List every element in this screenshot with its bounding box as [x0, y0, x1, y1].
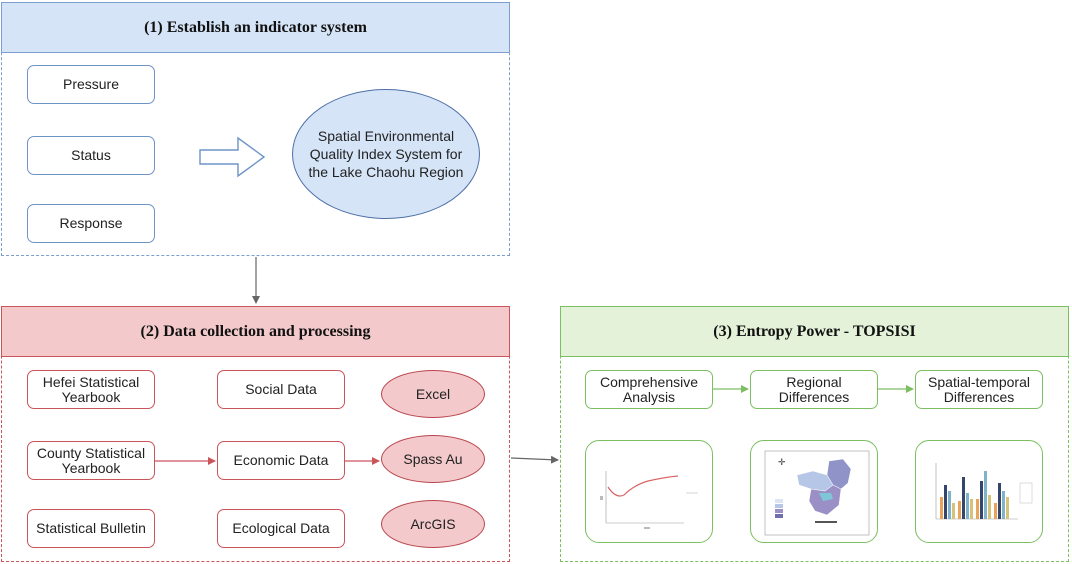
social-data-box: Social Data [217, 370, 345, 409]
status-box: Status [27, 136, 155, 175]
response-box: Response [27, 204, 155, 243]
ecological-data-box: Ecological Data [217, 509, 345, 548]
economic-data-box: Economic Data [217, 441, 345, 480]
pressure-box: Pressure [27, 65, 155, 104]
section-3-title: (3) Entropy Power - TOPSISI [560, 306, 1069, 357]
spass-ellipse: Spass Au [381, 435, 485, 483]
bar-chart-thumbnail [915, 440, 1043, 543]
bar-chart-thumbnail-graphic [935, 463, 1033, 520]
map-thumbnail: ✛ [750, 440, 878, 543]
line-chart-thumbnail-graphic [600, 471, 698, 529]
comprehensive-analysis-box: Comprehensive Analysis [585, 370, 713, 409]
svg-text:✛: ✛ [778, 458, 786, 468]
hefei-yearbook-box: Hefei Statistical Yearbook [27, 370, 155, 409]
section-1-title: (1) Establish an indicator system [1, 2, 510, 53]
spatial-temporal-differences-box: Spatial-temporal Differences [915, 370, 1043, 409]
index-system-ellipse: Spatial Environmental Quality Index Syst… [292, 89, 480, 219]
line-chart-thumbnail [585, 440, 713, 543]
block-arrow-right [199, 136, 266, 178]
county-yearbook-box: County Statistical Yearbook [27, 441, 155, 480]
section-2-title: (2) Data collection and processing [1, 306, 510, 357]
arrow-s2-to-s3 [510, 455, 559, 464]
statistical-bulletin-box: Statistical Bulletin [27, 509, 155, 548]
map-thumbnail-graphic: ✛ [764, 450, 870, 536]
regional-differences-box: Regional Differences [750, 370, 878, 409]
excel-ellipse: Excel [381, 370, 485, 418]
arcgis-ellipse: ArcGIS [381, 500, 485, 548]
